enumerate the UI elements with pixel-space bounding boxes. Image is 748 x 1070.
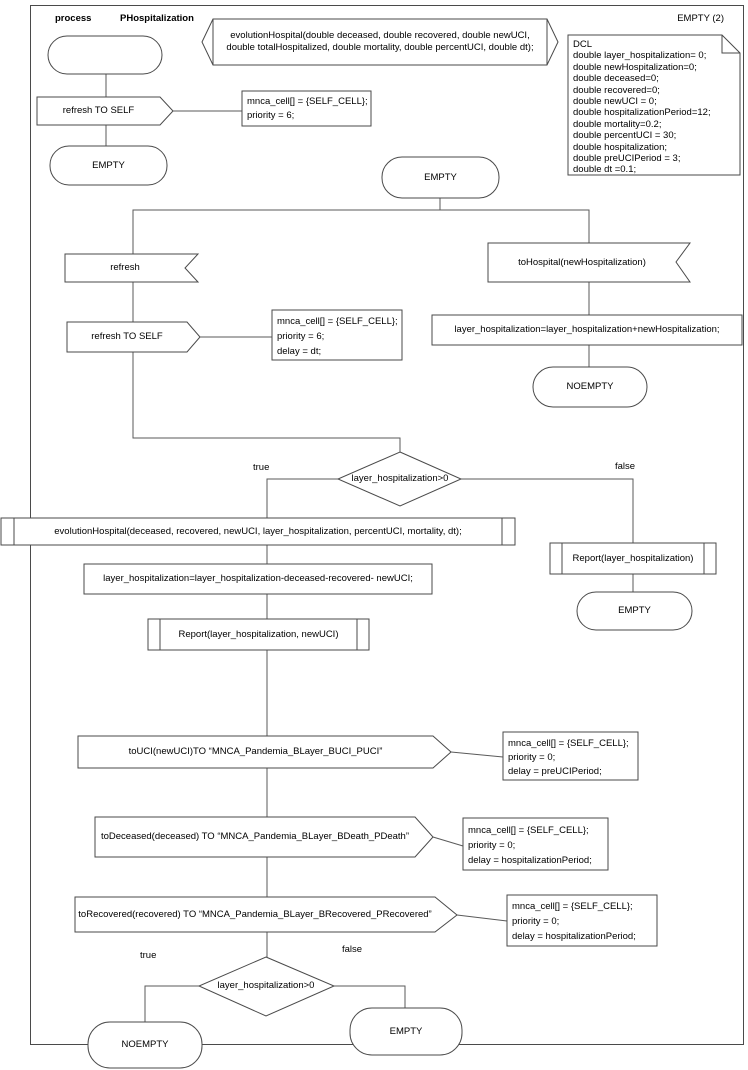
process-name: PHospitalization <box>120 13 194 24</box>
dcl-block-dogear <box>721 35 740 54</box>
comment-top-text: mnca_cell[] = {SELF_CELL}; priority = 6; <box>247 96 368 121</box>
decision2-condition: layer_hospitalization>0 <box>217 980 315 991</box>
start-state-shape <box>47 35 163 75</box>
empty-state-top-shape <box>49 145 168 186</box>
decision2-shape <box>197 956 336 1017</box>
comment-box-mid-shape <box>271 309 403 361</box>
connector-decision1-true <box>266 478 338 518</box>
receive-tohospital-label: toHospital(newHospitalization) <box>518 256 646 268</box>
comment-torecovered-text: mnca_cell[] = {SELF_CELL}; priority = 0;… <box>512 901 636 942</box>
connector-todeceased-to-comment <box>432 836 464 847</box>
empty-state-bottom-label: EMPTY <box>389 1025 423 1037</box>
empty-state-right-shape <box>576 591 693 631</box>
decision1-shape <box>336 451 463 507</box>
receive-refresh-shape <box>64 253 200 283</box>
connector-decision2-false <box>334 985 406 1008</box>
empty-state-right-label: EMPTY <box>618 605 651 616</box>
process-keyword: process <box>55 13 92 24</box>
noempty-state-right-shape <box>532 366 648 408</box>
page-label: EMPTY (2) <box>677 13 724 24</box>
send-refresh-top-label: refresh TO SELF <box>62 105 135 116</box>
task-subtract-text: layer_hospitalization=layer_hospitalizat… <box>103 573 413 584</box>
noempty-state-bottom-label: NOEMPTY <box>121 1039 169 1050</box>
call-report2-text: Report(layer_hospitalization, newUCI) <box>178 628 339 640</box>
decision2-false-label: false <box>342 944 363 955</box>
call-evolution-text: evolutionHospital(deceased, recovered, n… <box>54 525 462 537</box>
send-refresh-mid-label: refresh TO SELF <box>91 331 163 342</box>
decision1-condition: layer_hospitalization>0 <box>351 473 449 484</box>
send-torecovered-shape <box>74 896 458 933</box>
comment-todeceased-text: mnca_cell[] = {SELF_CELL}; priority = 0;… <box>468 825 592 866</box>
task-add-text: layer_hospitalization=layer_hospitalizat… <box>454 324 720 335</box>
send-touci-label: toUCI(newUCI)TO “MNCA_Pandemia_BLayer_BU… <box>128 746 383 757</box>
noempty-state-right-label: NOEMPTY <box>566 381 614 392</box>
send-refresh-mid-shape <box>66 321 201 353</box>
comment-touci-text: mnca_cell[] = {SELF_CELL}; priority = 0;… <box>508 738 629 777</box>
call-report1-shape <box>549 542 717 575</box>
empty-state-mid-shape <box>381 156 500 199</box>
send-todeceased-shape <box>94 816 434 858</box>
dcl-block-text: DCL double layer_hospitalization= 0; dou… <box>573 39 711 176</box>
decision1-true-label: true <box>253 462 270 473</box>
call-evolution-shape <box>0 517 516 546</box>
call-report2-shape <box>147 618 370 651</box>
procedure-decl-text: evolutionHospital(double deceased, doubl… <box>226 30 534 53</box>
connector-send2-to-decision <box>132 352 401 452</box>
send-refresh-top-shape <box>36 96 174 126</box>
comment-mid-text: mnca_cell[] = {SELF_CELL}; priority = 6;… <box>277 316 398 357</box>
connector-touci-to-comment <box>450 751 504 758</box>
call-report1-text: Report(layer_hospitalization) <box>572 552 694 564</box>
comment-box-top-shape <box>241 90 372 127</box>
send-todeceased-label: toDeceased(deceased) TO “MNCA_Pandemia_B… <box>100 831 410 842</box>
noempty-state-bottom-shape <box>87 1021 203 1069</box>
task-subtract-shape <box>83 563 433 595</box>
receive-tohospital-shape <box>487 242 691 283</box>
connector-branch-split <box>132 209 590 254</box>
receive-refresh-label: refresh <box>110 262 140 273</box>
send-touci-shape <box>77 735 452 769</box>
comment-box-todeceased-shape <box>462 817 609 871</box>
connector-decision1-false <box>461 478 634 543</box>
comment-box-torecovered-shape <box>506 894 658 947</box>
dcl-block-shape <box>567 34 741 176</box>
comment-box-touci-shape <box>502 731 639 781</box>
connector-decision2-true <box>144 985 199 1022</box>
connector-torecovered-to-comment <box>456 914 508 922</box>
decision2-true-label: true <box>140 950 157 961</box>
empty-state-bottom-shape <box>349 1007 463 1056</box>
empty-state-top-label: EMPTY <box>92 159 125 171</box>
decision1-false-label: false <box>615 461 636 472</box>
empty-state-mid-label: EMPTY <box>424 171 457 183</box>
send-torecovered-label: toRecovered(recovered) TO “MNCA_Pandemia… <box>78 908 432 920</box>
task-add-shape <box>431 314 743 346</box>
